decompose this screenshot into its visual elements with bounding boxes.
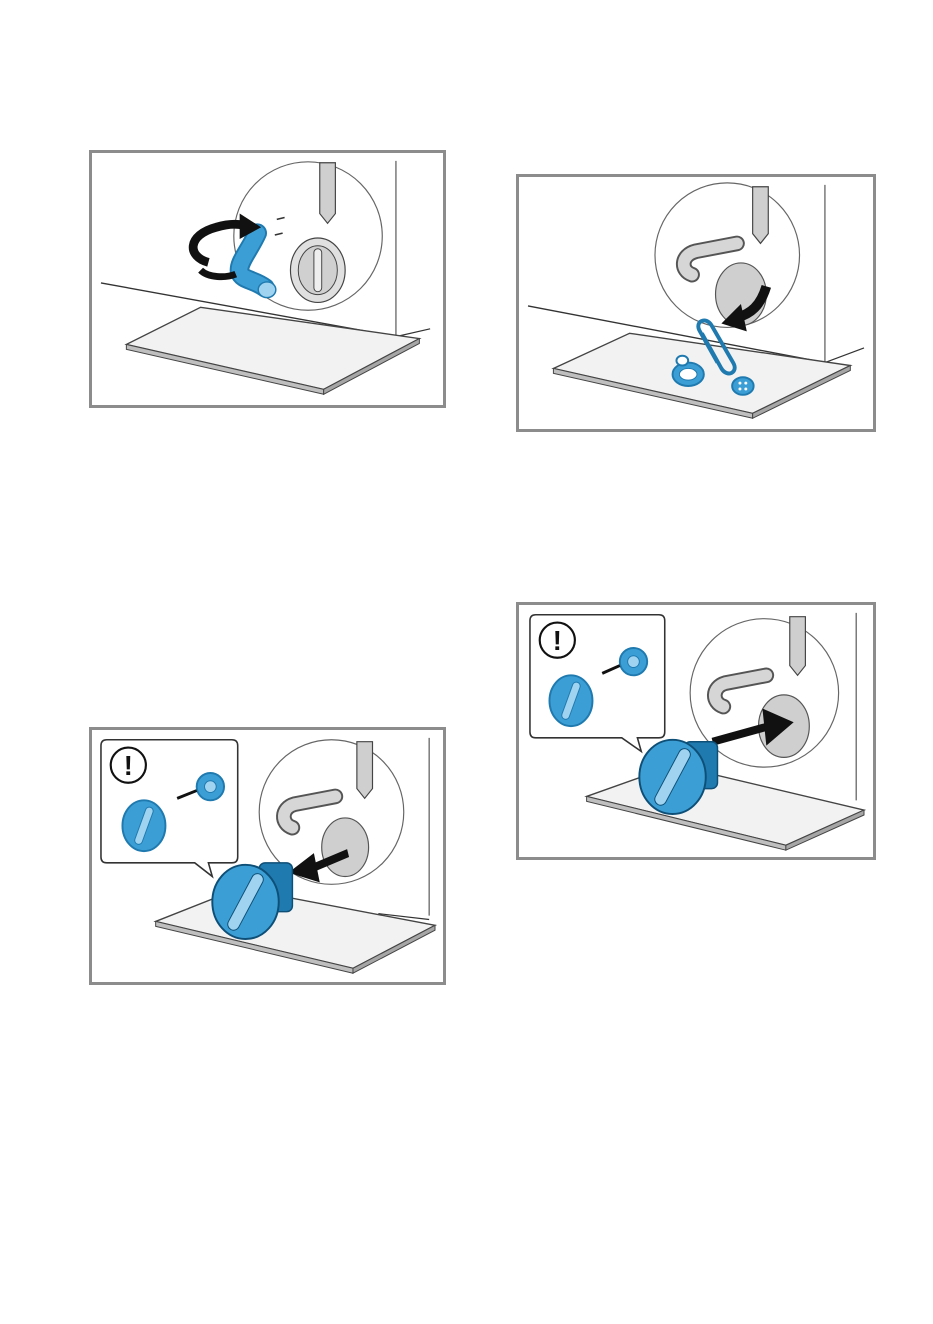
illustration-foreign-objects: [516, 174, 876, 432]
lever: [753, 187, 769, 244]
drain-hose-drawing: [92, 153, 443, 405]
tray: [126, 307, 419, 389]
foreign-objects-drawing: [519, 177, 873, 429]
pump-opening: [322, 818, 369, 877]
lever: [790, 617, 806, 676]
lever: [320, 163, 336, 224]
insert-filter-drawing: !: [519, 605, 873, 857]
warning-symbol: !: [124, 750, 133, 781]
button-icon: [732, 377, 753, 395]
illustration-remove-filter: !: [89, 727, 446, 985]
lever: [357, 742, 373, 799]
remove-filter-drawing: !: [92, 730, 443, 982]
illustration-drain-hose: [89, 150, 446, 408]
warning-symbol: !: [553, 625, 562, 656]
illustration-insert-filter: !: [516, 602, 876, 860]
